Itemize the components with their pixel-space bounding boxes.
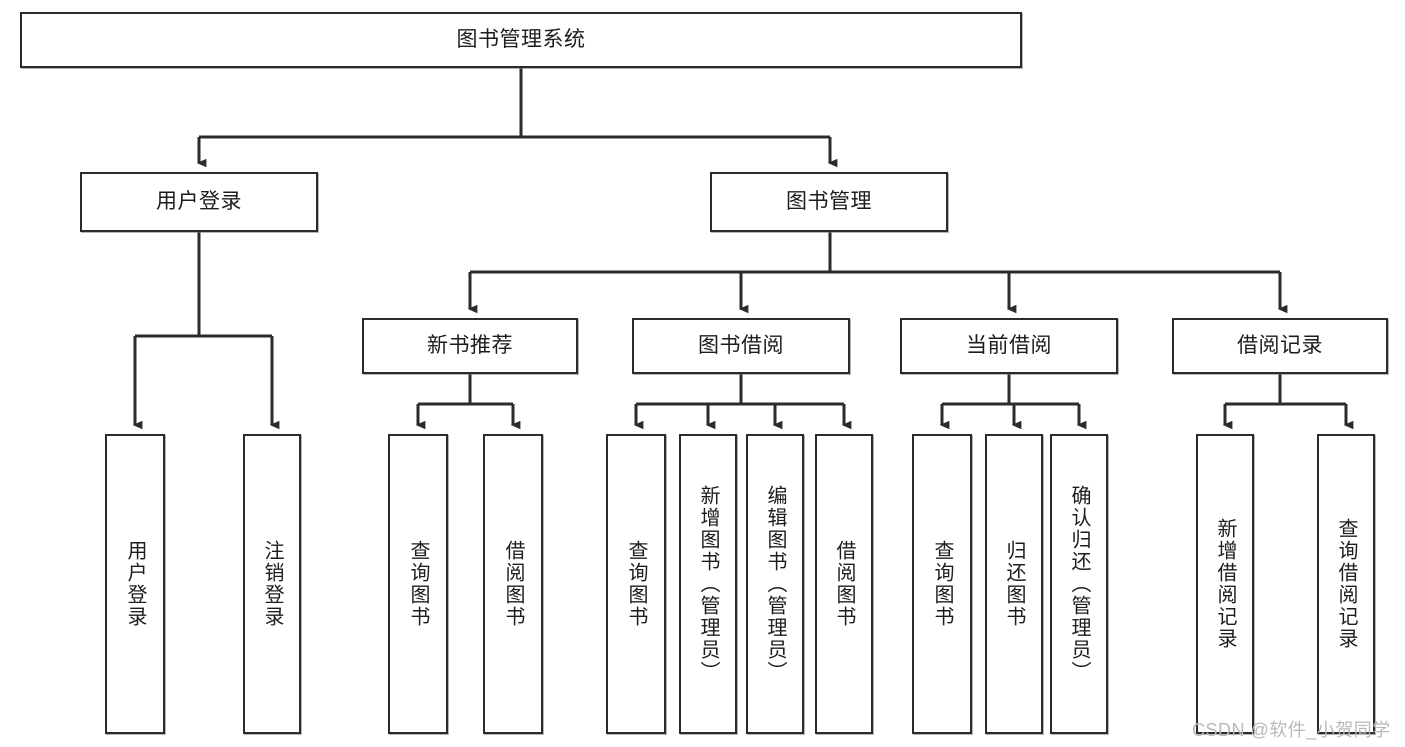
node-book-management[interactable]: 图书管理 [710,172,948,232]
leaf-user-login-label: 用户登录 [124,540,146,628]
node-book-borrow-label: 图书借阅 [698,333,784,357]
leaf-edit-book-admin[interactable]: 编辑图书（管理员） [746,434,804,734]
leaf-logout[interactable]: 注销登录 [243,434,301,734]
leaf-query-borrow-record-label: 查询借阅记录 [1335,518,1357,650]
node-book-management-label: 图书管理 [786,189,872,213]
leaf-return-book[interactable]: 归还图书 [985,434,1043,734]
node-borrow-record-label: 借阅记录 [1237,333,1323,357]
leaf-borrow-book-borrow[interactable]: 借阅图书 [815,434,873,734]
leaf-borrow-book-newbook-label: 借阅图书 [502,540,524,628]
node-user-login-label: 用户登录 [156,189,242,213]
leaf-borrow-book-borrow-label: 借阅图书 [833,540,855,628]
leaf-query-book-newbook-label: 查询图书 [407,540,429,628]
leaf-return-book-label: 归还图书 [1003,540,1025,628]
leaf-add-borrow-record[interactable]: 新增借阅记录 [1196,434,1254,734]
node-current-borrow-label: 当前借阅 [966,333,1052,357]
leaf-query-book-newbook[interactable]: 查询图书 [388,434,448,734]
node-new-book-recommend[interactable]: 新书推荐 [362,318,578,374]
watermark: CSDN @软件_小贺同学 [1192,720,1391,740]
leaf-add-borrow-record-label: 新增借阅记录 [1214,518,1236,650]
leaf-query-book-current[interactable]: 查询图书 [912,434,972,734]
node-new-book-recommend-label: 新书推荐 [427,333,513,357]
leaf-logout-label: 注销登录 [261,540,283,628]
node-borrow-record[interactable]: 借阅记录 [1172,318,1388,374]
leaf-query-book-borrow[interactable]: 查询图书 [606,434,666,734]
leaf-confirm-return-admin[interactable]: 确认归还（管理员） [1050,434,1108,734]
node-root-label: 图书管理系统 [456,27,586,51]
node-user-login[interactable]: 用户登录 [80,172,318,232]
leaf-edit-book-admin-label: 编辑图书（管理员） [764,485,786,683]
leaf-add-book-admin-label: 新增图书（管理员） [697,485,719,683]
leaf-confirm-return-admin-label: 确认归还（管理员） [1068,485,1090,683]
leaf-add-book-admin[interactable]: 新增图书（管理员） [679,434,737,734]
leaf-query-book-current-label: 查询图书 [931,540,953,628]
leaf-query-borrow-record[interactable]: 查询借阅记录 [1317,434,1375,734]
leaf-user-login[interactable]: 用户登录 [105,434,165,734]
node-book-borrow[interactable]: 图书借阅 [632,318,850,374]
node-root[interactable]: 图书管理系统 [20,12,1022,68]
leaf-borrow-book-newbook[interactable]: 借阅图书 [483,434,543,734]
leaf-query-book-borrow-label: 查询图书 [625,540,647,628]
node-current-borrow[interactable]: 当前借阅 [900,318,1118,374]
